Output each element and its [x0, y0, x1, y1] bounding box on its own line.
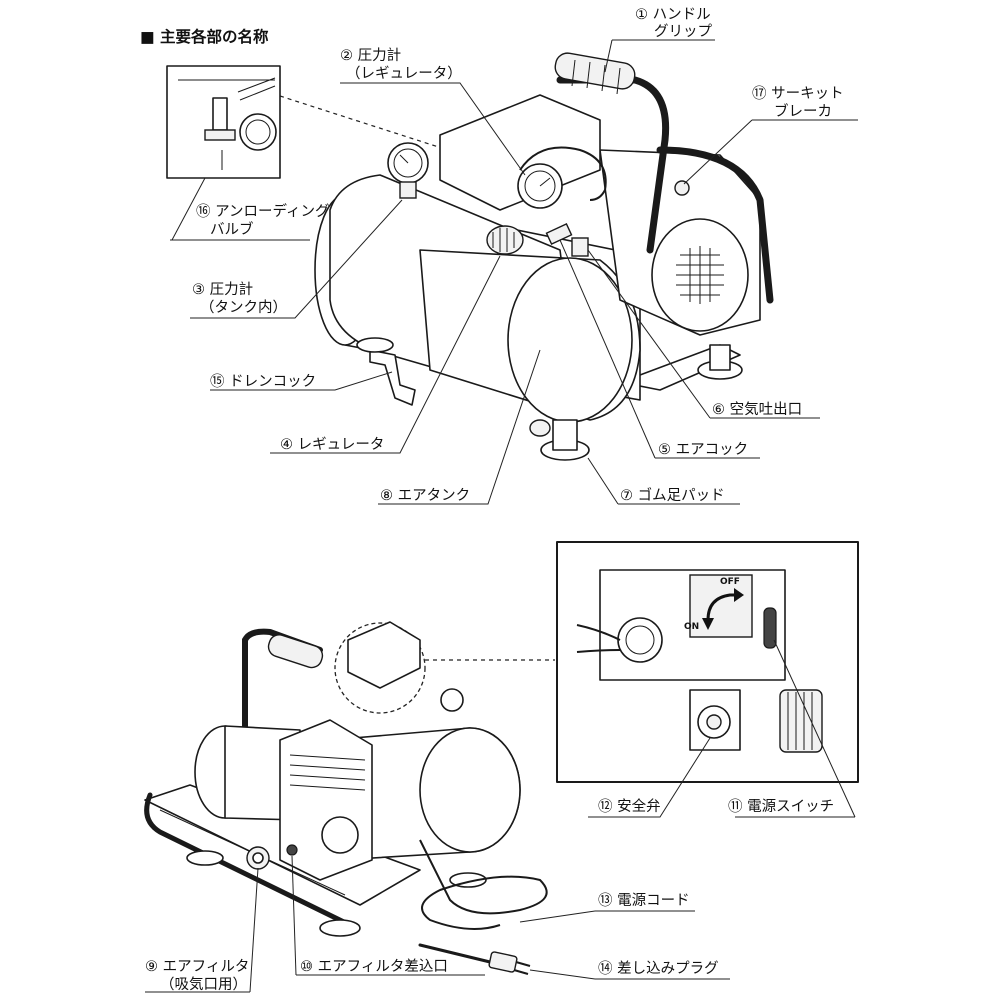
air-outlet [571, 237, 589, 257]
label-drain-cock: ⑮ ドレンコック [210, 373, 316, 390]
label-air-filter-1: ⑨ エアフィルタ [145, 958, 249, 975]
label-tank-gauge-2: （タンク内） [200, 299, 287, 316]
label-handle-grip-2: グリップ [654, 23, 712, 40]
bottom-leader-lines [145, 639, 856, 993]
label-air-cock: ⑤ エアコック [658, 441, 748, 458]
regulator-knob-ribs [492, 228, 515, 252]
regulator-knob [486, 225, 524, 255]
unloading-valve-detail [178, 77, 277, 170]
switch-magnifier-circle [334, 622, 426, 714]
drain-cock [369, 349, 416, 406]
label-regulator-gauge-1: ② 圧力計 [340, 47, 401, 64]
label-regulator-gauge-2: （レギュレータ） [346, 65, 462, 82]
label-air-outlet: ⑥ 空気吐出口 [712, 401, 802, 418]
compressor-front-view [166, 52, 774, 461]
label-unloading-valve-2: バルブ [210, 220, 254, 238]
rear-gauge [440, 688, 464, 712]
label-power-plug: ⑭ 差し込みプラグ [598, 960, 719, 977]
inset-knob-ribs [787, 692, 813, 750]
diagram-heading: ■ 主要各部の名称 [140, 27, 269, 46]
label-power-switch: ⑪ 電源スイッチ [728, 798, 834, 815]
side-frame [656, 146, 774, 304]
rear-pump-head [279, 719, 373, 881]
switch-off-text: OFF [720, 577, 740, 587]
power-switch-lever [763, 607, 777, 649]
label-air-filter-inlet: ⑩ エアフィルタ差込口 [300, 958, 448, 975]
rear-foot-1 [186, 850, 224, 866]
handle-grip [554, 52, 636, 90]
pump-cooling-fins [289, 754, 366, 791]
arrowhead-right-icon [734, 588, 744, 602]
label-unloading-valve-1: ⑯ アンローディング [196, 202, 330, 220]
power-plug [488, 951, 518, 973]
label-rubber-foot: ⑦ ゴム足パッド [620, 486, 725, 504]
air-cock [545, 222, 573, 246]
label-air-tank: ⑧ エアタンク [380, 487, 470, 504]
circuit-breaker-icon [674, 180, 690, 196]
label-circuit-breaker-1: ⑰ サーキット [752, 85, 844, 102]
label-air-filter-2: （吸気口用） [160, 976, 247, 993]
label-power-cord: ⑬ 電源コード [598, 892, 690, 909]
air-hose [519, 146, 607, 201]
rubber-foot-back-left [356, 337, 394, 353]
rear-handle-grip [267, 634, 324, 669]
motor-vent-grille [676, 246, 724, 304]
arrowhead-down-icon [702, 618, 714, 630]
rear-foot-2 [319, 919, 361, 937]
label-safety-valve: ⑫ 安全弁 [598, 797, 661, 815]
cable-gland [617, 617, 663, 663]
label-regulator: ④ レギュレータ [280, 436, 384, 453]
switch-on-text: ON [684, 622, 699, 632]
switch-label-plate [689, 574, 753, 638]
label-circuit-breaker-2: ブレーカ [774, 102, 832, 120]
air-filter-inlet-icon [286, 844, 298, 856]
air-tank-end-cap [507, 257, 633, 423]
handle-frame [556, 76, 670, 254]
top-leader-lines [170, 39, 858, 505]
switch-direction-arrow-icon [706, 593, 736, 621]
compressor-rear-view [144, 621, 555, 975]
label-tank-gauge-1: ③ 圧力計 [192, 281, 253, 298]
handle-grip-ribs [571, 59, 621, 95]
switch-detail-inset: OFF ON [556, 541, 859, 783]
power-cord [419, 839, 548, 930]
label-handle-grip-1: ① ハンドル [635, 7, 711, 23]
